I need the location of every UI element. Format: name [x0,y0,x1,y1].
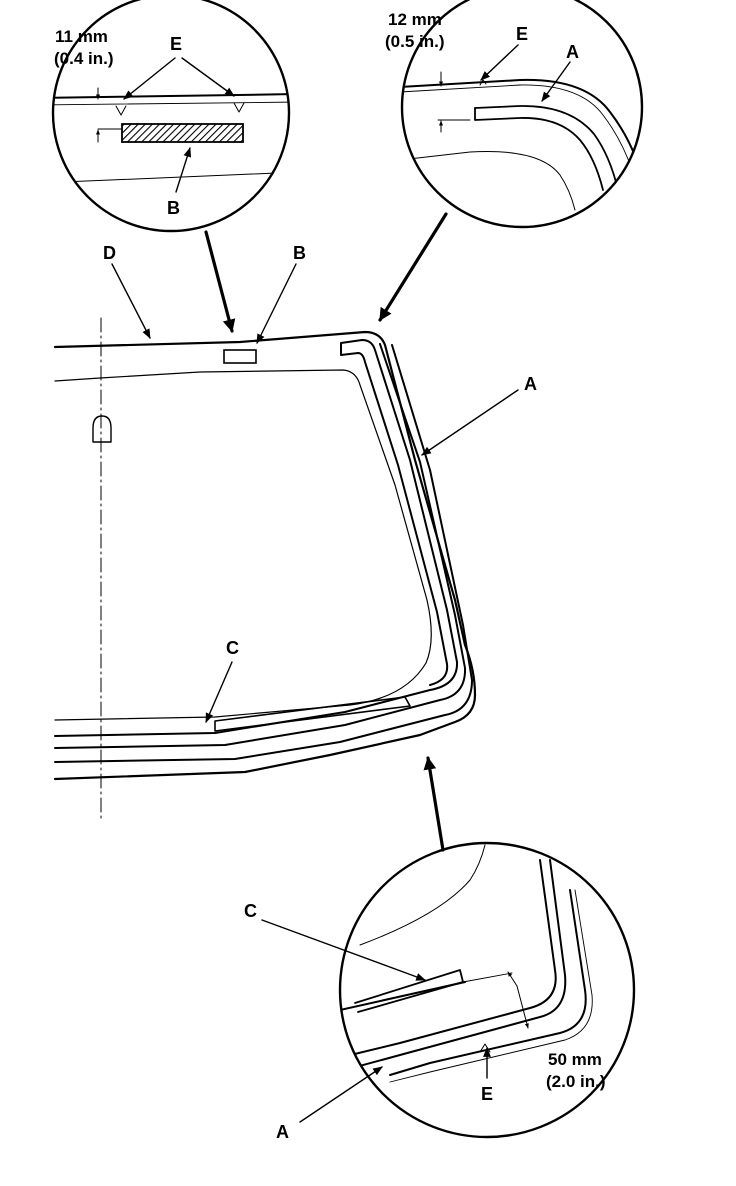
detail-circle-top-left [51,0,291,233]
label-e-tl: E [170,34,182,54]
label-a-tr: A [566,42,579,62]
detail-circle-top-right [400,0,644,229]
arrow-detail-tr [378,212,448,322]
spacer-b [223,349,257,364]
dim-tr-metric: 12 mm [388,10,442,29]
label-a-br: A [276,1122,289,1142]
label-b-tl: B [167,198,180,218]
glass-inner-edge [54,369,432,721]
arrow-d [111,263,151,339]
label-e-br: E [481,1084,493,1104]
molding-line-1 [54,339,459,737]
dim-br-metric: 50 mm [548,1050,602,1069]
spacer-c [214,696,411,732]
labels: 11 mm (0.4 in.) E B 12 mm (0.5 in.) E A … [54,10,606,1142]
detail-top-right [400,0,644,229]
dim-tr-imperial: (0.5 in.) [385,32,445,51]
molding-line-3 [54,344,473,763]
molding-line-2 [54,343,467,749]
spacer-b-hatched [121,123,244,143]
arrow-a-main [421,389,519,456]
mirror-mount [92,415,112,443]
label-c-main: C [226,638,239,658]
dim-tl-imperial: (0.4 in.) [54,49,114,68]
dim-br-imperial: (2.0 in.) [546,1072,606,1091]
arrow-c-main [205,661,233,723]
leader-arrows [111,212,519,852]
label-a-main: A [524,374,537,394]
label-b-main: B [293,243,306,263]
main-windshield [53,317,477,821]
arrow-detail-tl [204,230,236,333]
detail-bottom-right [261,841,636,1139]
glass-outer-edge [53,330,477,781]
dim-tl-metric: 11 mm [55,27,108,46]
label-e-tr: E [516,24,528,44]
label-c-br: C [244,901,257,921]
detail-top-left [51,0,291,233]
label-d: D [103,243,116,263]
arrow-detail-br [423,756,445,852]
detail-circle-bottom-right [338,841,636,1139]
arrow-b [256,263,297,344]
